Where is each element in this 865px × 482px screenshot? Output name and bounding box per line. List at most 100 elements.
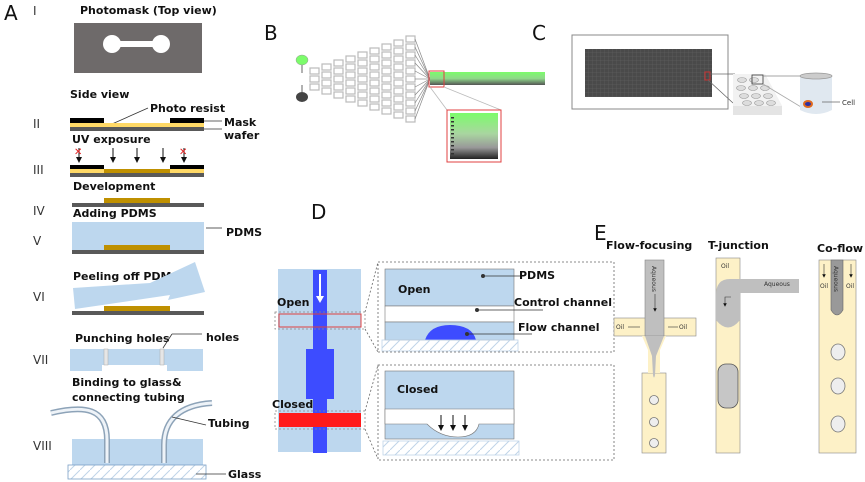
deflected-membrane: [384, 408, 515, 438]
channel-mark: [451, 141, 454, 143]
pdms-with-holes: [70, 348, 203, 371]
channel-mark: [451, 133, 454, 135]
annotation-holes: holes: [206, 331, 240, 344]
bonded-device: [50, 400, 213, 480]
well-plate: [733, 74, 782, 115]
serpentine-mixer: [405, 67, 416, 75]
label-oil-left: Oil: [616, 324, 624, 331]
well: [739, 93, 749, 99]
serpentine-mixer: [393, 63, 404, 71]
serpentine-mixer: [405, 99, 416, 107]
step-roman: III: [33, 163, 44, 177]
serpentine-mixer: [369, 87, 380, 95]
annotation-pdms: PDMS: [519, 269, 555, 282]
serpentine-mixer: [369, 95, 380, 103]
serpentine-mixer: [309, 75, 320, 83]
serpentine-mixer: [405, 83, 416, 91]
serpentine-mixer: [381, 91, 392, 99]
photomask-top-view: [74, 23, 202, 73]
serpentine-mixer: [369, 79, 380, 87]
closed-valve-region: [279, 413, 361, 427]
channel-mark: [451, 125, 454, 127]
step-roman: VII: [33, 353, 48, 367]
step-roman: V: [33, 234, 42, 248]
serpentine-mixer: [345, 63, 356, 71]
well: [737, 77, 747, 83]
serpentine-mixer: [381, 51, 392, 59]
serpentine-mixer: [405, 91, 416, 99]
wafer: [72, 203, 204, 207]
serpentine-mixer: [369, 63, 380, 71]
side-view-stack-iii: [70, 165, 204, 177]
outlet-channel: [414, 78, 431, 120]
t-junction-device: [715, 257, 799, 454]
step-roman: VI: [33, 290, 45, 304]
step-label-2: connecting tubing: [72, 391, 185, 404]
label-open: Open: [277, 296, 310, 309]
serpentine-mixer: [381, 75, 392, 83]
flow-channel-open: [425, 325, 476, 340]
device-title: Flow-focusing: [606, 239, 692, 252]
well: [749, 77, 759, 83]
serpentine-mixer: [357, 83, 368, 91]
pdms-cast: [72, 222, 204, 254]
step-label: Punching holes: [75, 332, 170, 345]
serpentine-mixer: [405, 75, 416, 83]
label-aqueous: Aqueous: [650, 266, 657, 292]
step-label: Side view: [70, 88, 129, 101]
well: [736, 85, 746, 91]
channel-mark: [451, 129, 454, 131]
channel-mark: [451, 145, 454, 147]
step-label: Binding to glass&: [72, 376, 182, 389]
serpentine-mixer: [393, 71, 404, 79]
serpentine-mixer: [405, 115, 416, 123]
inset-channel-marks: [451, 117, 454, 155]
annotation-photo-resist: Photo resist: [150, 102, 225, 115]
blocked-x-icon: ✕: [179, 147, 187, 158]
channel-mark: [451, 117, 454, 119]
step-roman: IV: [33, 204, 46, 218]
step-roman: I: [33, 4, 37, 18]
serpentine-mixer: [393, 87, 404, 95]
annotation-wafer: wafer: [224, 129, 260, 142]
channel-mark: [451, 153, 454, 155]
panel-b: B: [264, 21, 545, 163]
serpentine-mixer: [393, 55, 404, 63]
step-label: Photomask (Top view): [80, 4, 217, 17]
annotation-cell: Cell: [842, 99, 855, 107]
well: [754, 100, 764, 106]
flow-arrow-icon: [316, 296, 324, 303]
developed-resist: [104, 198, 170, 203]
inlet-black: [296, 92, 308, 102]
serpentine-mixer: [333, 83, 344, 91]
panel-b-letter: B: [264, 21, 278, 45]
serpentine-mixer: [369, 55, 380, 63]
serpentine-mixer: [393, 79, 404, 87]
serpentine-mixer: [405, 51, 416, 59]
co-flow-device: [818, 259, 857, 454]
zoom-region: [428, 70, 445, 88]
label-oil-left: Oil: [820, 283, 828, 290]
serpentine-mixer: [309, 83, 320, 91]
microwell-array: [585, 49, 712, 97]
serpentine-mixer: [381, 43, 392, 51]
side-view-stack-ii: [70, 118, 204, 131]
serpentine-mixer: [345, 87, 356, 95]
serpentine-mixer: [393, 47, 404, 55]
label-oil: Oil: [721, 263, 729, 270]
serpentine-mixer: [369, 71, 380, 79]
serpentine-mixer: [393, 95, 404, 103]
serpentine-mixer: [309, 67, 320, 75]
label-oil-right: Oil: [846, 283, 854, 290]
serpentine-mixer: [405, 35, 416, 43]
serpentine-mixer: [357, 59, 368, 67]
panel-e-letter: E: [594, 221, 607, 245]
mixing-channel: [430, 72, 545, 85]
serpentine-mixer: [405, 43, 416, 51]
label-aqueous: Aqueous: [832, 266, 839, 292]
serpentine-mixer: [393, 103, 404, 111]
well: [760, 85, 770, 91]
annotation-flow-channel: Flow channel: [518, 321, 600, 334]
uv-arrows: ✕ ✕: [74, 147, 187, 163]
